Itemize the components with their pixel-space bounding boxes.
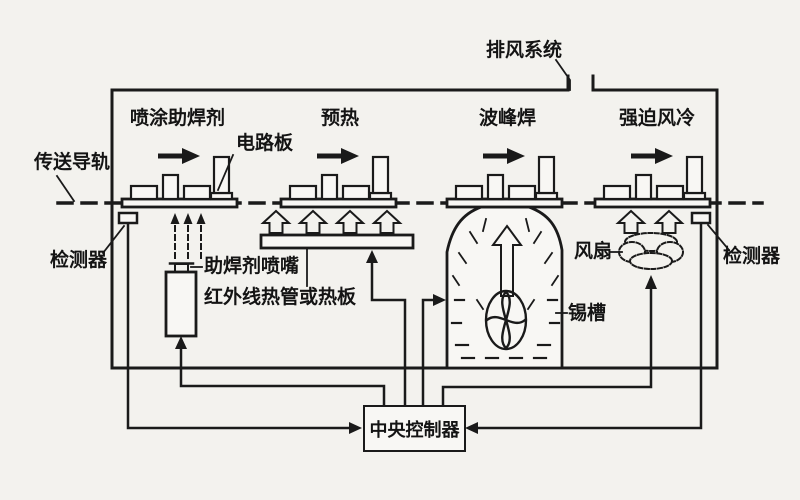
preheat-arrows-icon <box>260 209 403 234</box>
label-exhaust-system: 排风系统 <box>486 39 563 61</box>
travel-arrow-icons <box>158 148 673 164</box>
pump-impeller-icon <box>484 289 528 351</box>
fan-icon <box>618 232 684 270</box>
feedback-line-right-detector <box>465 222 703 434</box>
leader-lines <box>55 153 731 255</box>
pcb-assembly-station1 <box>120 155 239 209</box>
label-detector-right: 检测器 <box>723 245 781 267</box>
solder-liquid-dashes <box>450 298 561 360</box>
solder-wave-flow-dashes <box>451 217 560 311</box>
feedback-line-left-detector <box>126 222 362 434</box>
label-solder-pot: 锡槽 <box>568 302 607 324</box>
label-station-wave: 波峰焊 <box>479 107 537 129</box>
label-pcb: 电路板 <box>236 132 294 154</box>
label-station-flux: 喷涂助焊剂 <box>130 107 226 129</box>
detector-left <box>117 211 139 225</box>
heater-plate <box>259 233 415 250</box>
control-line-preheat <box>366 250 407 407</box>
label-station-preheat: 预热 <box>321 107 360 129</box>
label-fan: 风扇 <box>574 240 613 262</box>
pcb-assembly-station4 <box>593 155 712 209</box>
exhaust-leader-line <box>554 58 571 91</box>
flux-tank <box>164 270 198 338</box>
label-station-cooling: 强迫风冷 <box>619 107 696 129</box>
central-controller-label: 中央控制器 <box>369 419 460 441</box>
label-conveyor-rail: 传送导轨 <box>34 151 111 173</box>
spray-arrows-icon <box>170 213 206 259</box>
control-line-solder-pot <box>421 294 446 407</box>
control-line-fan <box>441 275 657 407</box>
enclosure-outline <box>110 74 719 370</box>
detector-right <box>690 211 712 225</box>
control-line-flux <box>175 336 386 407</box>
cooling-arrows-icon <box>615 209 685 234</box>
label-flux-nozzle: 助焊剂喷嘴 <box>204 255 300 277</box>
pcb-assembly-station3 <box>445 155 564 209</box>
wave-up-arrow-icon <box>491 224 523 297</box>
label-detector-left: 检测器 <box>50 249 108 271</box>
pcb-assembly-station2 <box>279 155 398 209</box>
label-ir-heater: 红外线热管或热板 <box>204 286 357 308</box>
central-controller-box: 中央控制器 <box>363 405 466 452</box>
